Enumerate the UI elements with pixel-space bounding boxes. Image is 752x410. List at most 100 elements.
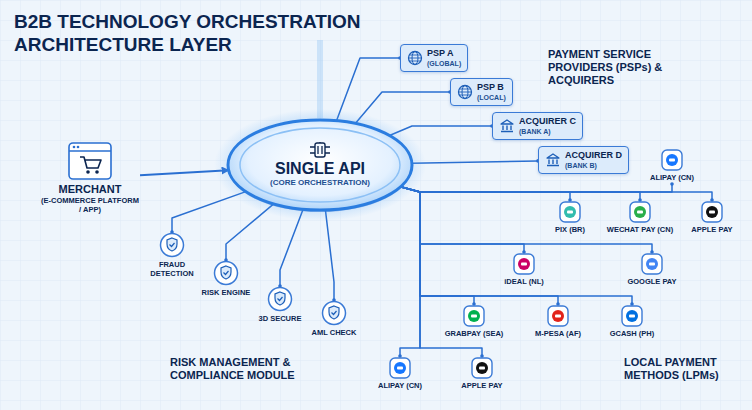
api-node: SINGLE API(CORE ORCHESTRATION) — [228, 120, 412, 210]
section-label: PAYMENT SERVICE PROVIDERS (PSPs) & ACQUI… — [548, 48, 688, 87]
icon-part — [626, 310, 638, 322]
node-title: iDEAL (NL) — [504, 277, 543, 287]
icon-part — [278, 297, 283, 301]
icon-part — [73, 146, 76, 149]
icon-part — [501, 126, 513, 132]
provider-icon — [499, 118, 515, 134]
icon-part — [702, 202, 722, 222]
lpm-node: APPLE PAY — [689, 200, 734, 236]
icon-part — [457, 84, 473, 100]
icon-part — [468, 310, 480, 322]
connector-dot — [650, 250, 654, 254]
icon-part — [275, 292, 285, 305]
connector-line — [401, 187, 475, 304]
icon-part — [555, 315, 561, 318]
connector-dot — [472, 302, 476, 306]
connector-line — [401, 187, 641, 200]
icon-part — [86, 170, 90, 174]
node-subtitle: (LOCAL) — [477, 93, 506, 102]
section-label: RISK MANAGEMENT & COMPLIANCE MODULE — [170, 356, 348, 382]
icon-part — [240, 128, 400, 202]
icon-part — [95, 170, 99, 174]
icon-part — [662, 150, 682, 170]
node-title: SINGLE API — [275, 160, 365, 178]
icon-part — [332, 311, 337, 315]
icon-part — [706, 206, 718, 218]
provider-icon — [545, 152, 561, 168]
risk-icon — [147, 232, 197, 258]
node-title: PIX (BR) — [555, 225, 585, 235]
icon-part — [642, 254, 662, 274]
icon-part — [269, 288, 292, 311]
connector-dot — [630, 302, 634, 306]
icon-part — [409, 52, 422, 65]
icon-part — [560, 202, 580, 222]
payment-method-icon — [461, 357, 502, 379]
icon-part — [514, 254, 534, 274]
icon-part — [390, 358, 410, 378]
icon-part — [215, 262, 238, 285]
icon-part — [669, 159, 675, 162]
payment-method-icon — [610, 305, 655, 327]
node-title: MERCHANT — [40, 183, 140, 196]
api-content: SINGLE API(CORE ORCHESTRATION) — [228, 120, 412, 210]
node-title: ACQUIRER C — [519, 116, 576, 127]
icon-part — [471, 315, 477, 318]
node-title: M-PESA (AF) — [535, 329, 581, 339]
api-icon — [309, 142, 331, 158]
icon-part — [567, 211, 573, 214]
payment-method-icon — [535, 305, 581, 327]
node-title: WECHAT PAY (CN) — [607, 225, 673, 235]
diagram-title: B2B TECHNOLOGY ORCHESTRATION ARCHITECTUR… — [14, 10, 404, 56]
icon-part — [622, 306, 642, 326]
risk-node: FRAUD DETECTION — [147, 232, 197, 278]
icon-part — [329, 306, 339, 319]
light-beam — [317, 40, 323, 118]
lpm-node: ALIPAY (CN) — [648, 148, 696, 184]
risk-node: RISK ENGINE — [201, 260, 251, 297]
risk-icon — [255, 286, 305, 312]
icon-part — [309, 142, 331, 158]
icon-part — [407, 50, 423, 66]
icon-part — [394, 362, 406, 374]
connector-line — [401, 187, 559, 304]
node-subtitle: (BANK B) — [565, 161, 622, 170]
connector-line — [400, 187, 420, 356]
icon-part — [463, 305, 485, 327]
connector-dot — [568, 198, 572, 202]
payment-method-icon — [445, 305, 504, 327]
payment-method-icon — [650, 149, 694, 171]
node-title: RISK ENGINE — [201, 288, 251, 297]
icon-part — [464, 306, 484, 326]
icon-part — [634, 206, 646, 218]
lpm-node: ALIPAY (CN) — [376, 356, 424, 392]
node-title: PSP B — [477, 82, 506, 93]
icon-part — [548, 306, 568, 326]
icon-part — [547, 305, 569, 327]
connector-line — [280, 209, 303, 286]
risk-node: 3D SECURE — [255, 286, 305, 323]
icon-part — [161, 234, 184, 257]
icon-part — [409, 55, 422, 61]
lpm-node: APPLE PAY — [459, 356, 504, 392]
merchant-node: MERCHANT(E-COMMERCE PLATFORM / APP) — [40, 142, 140, 214]
icon-part — [649, 263, 655, 266]
icon-part — [630, 202, 650, 222]
provider-icon — [457, 84, 473, 100]
icon-part — [397, 367, 403, 370]
icon-part — [547, 160, 559, 166]
icon-part — [661, 149, 683, 171]
connector-line — [412, 161, 538, 163]
icon-part — [471, 357, 493, 379]
node-title: FRAUD DETECTION — [147, 260, 197, 278]
node-title: ALIPAY (CN) — [378, 381, 422, 391]
icon-part — [315, 143, 325, 157]
connector-line — [401, 187, 633, 304]
node-title: ACQUIRER D — [565, 150, 622, 161]
connector-dot — [710, 198, 714, 202]
icon-part — [629, 315, 635, 318]
provider-text: ACQUIRER C(BANK A) — [519, 116, 576, 136]
node-title: GRABPAY (SEA) — [445, 329, 504, 339]
